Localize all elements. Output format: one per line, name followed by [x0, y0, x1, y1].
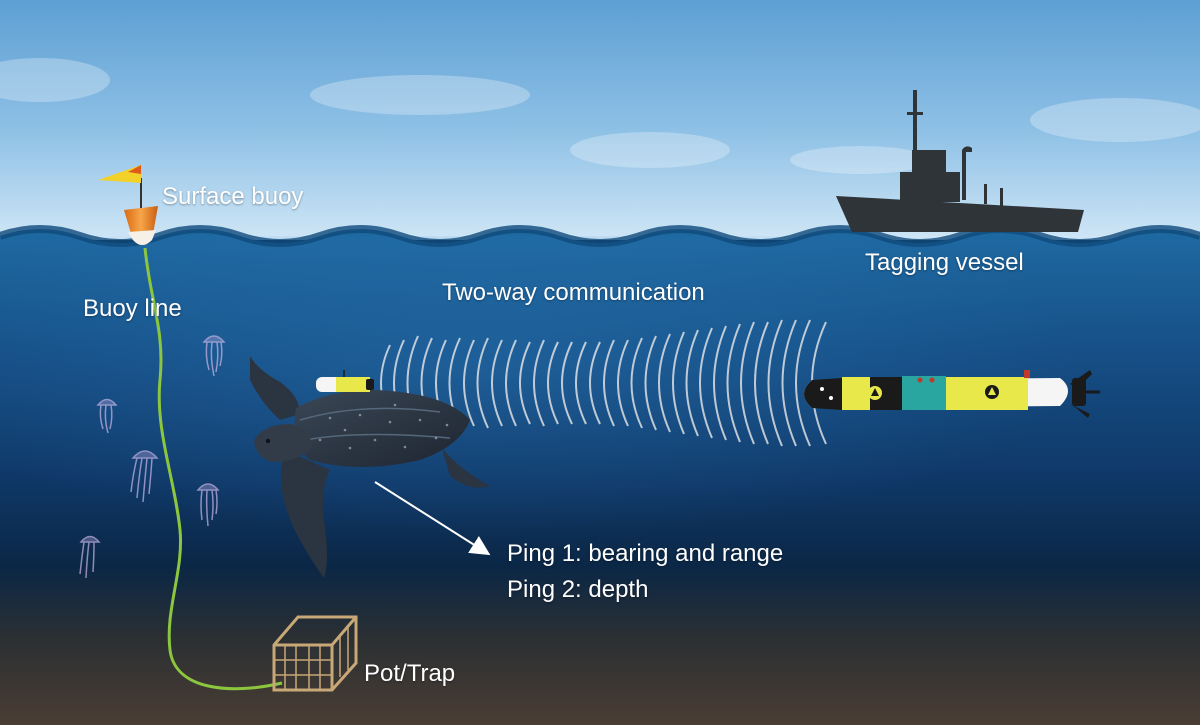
auv-glider-icon	[804, 370, 1100, 418]
jellyfish-icon	[79, 335, 226, 579]
clouds	[0, 58, 1200, 174]
ping-1-label: Ping 1: bearing and range	[507, 540, 784, 567]
two-way-communication-label: Two-way communication	[442, 279, 705, 306]
pot-trap-icon	[272, 615, 358, 692]
acoustic-tag-icon	[316, 370, 374, 392]
water-glow	[0, 236, 1200, 596]
ping-2-label: Ping 2: depth	[507, 576, 649, 603]
acoustic-wave-icon	[380, 319, 827, 447]
buoy-line-label: Buoy line	[83, 295, 182, 322]
flag-icon	[98, 165, 141, 183]
tagging-vessel-icon	[836, 90, 1084, 232]
leatherback-turtle-icon	[250, 356, 490, 578]
pointer-arrow-icon	[374, 481, 491, 556]
pot-trap-label: Pot/Trap	[364, 660, 456, 687]
surface-buoy-label: Surface buoy	[162, 183, 304, 210]
tagging-vessel-label: Tagging vessel	[865, 249, 1024, 276]
surface-buoy-icon	[98, 165, 158, 245]
buoy-line-icon	[143, 247, 283, 691]
